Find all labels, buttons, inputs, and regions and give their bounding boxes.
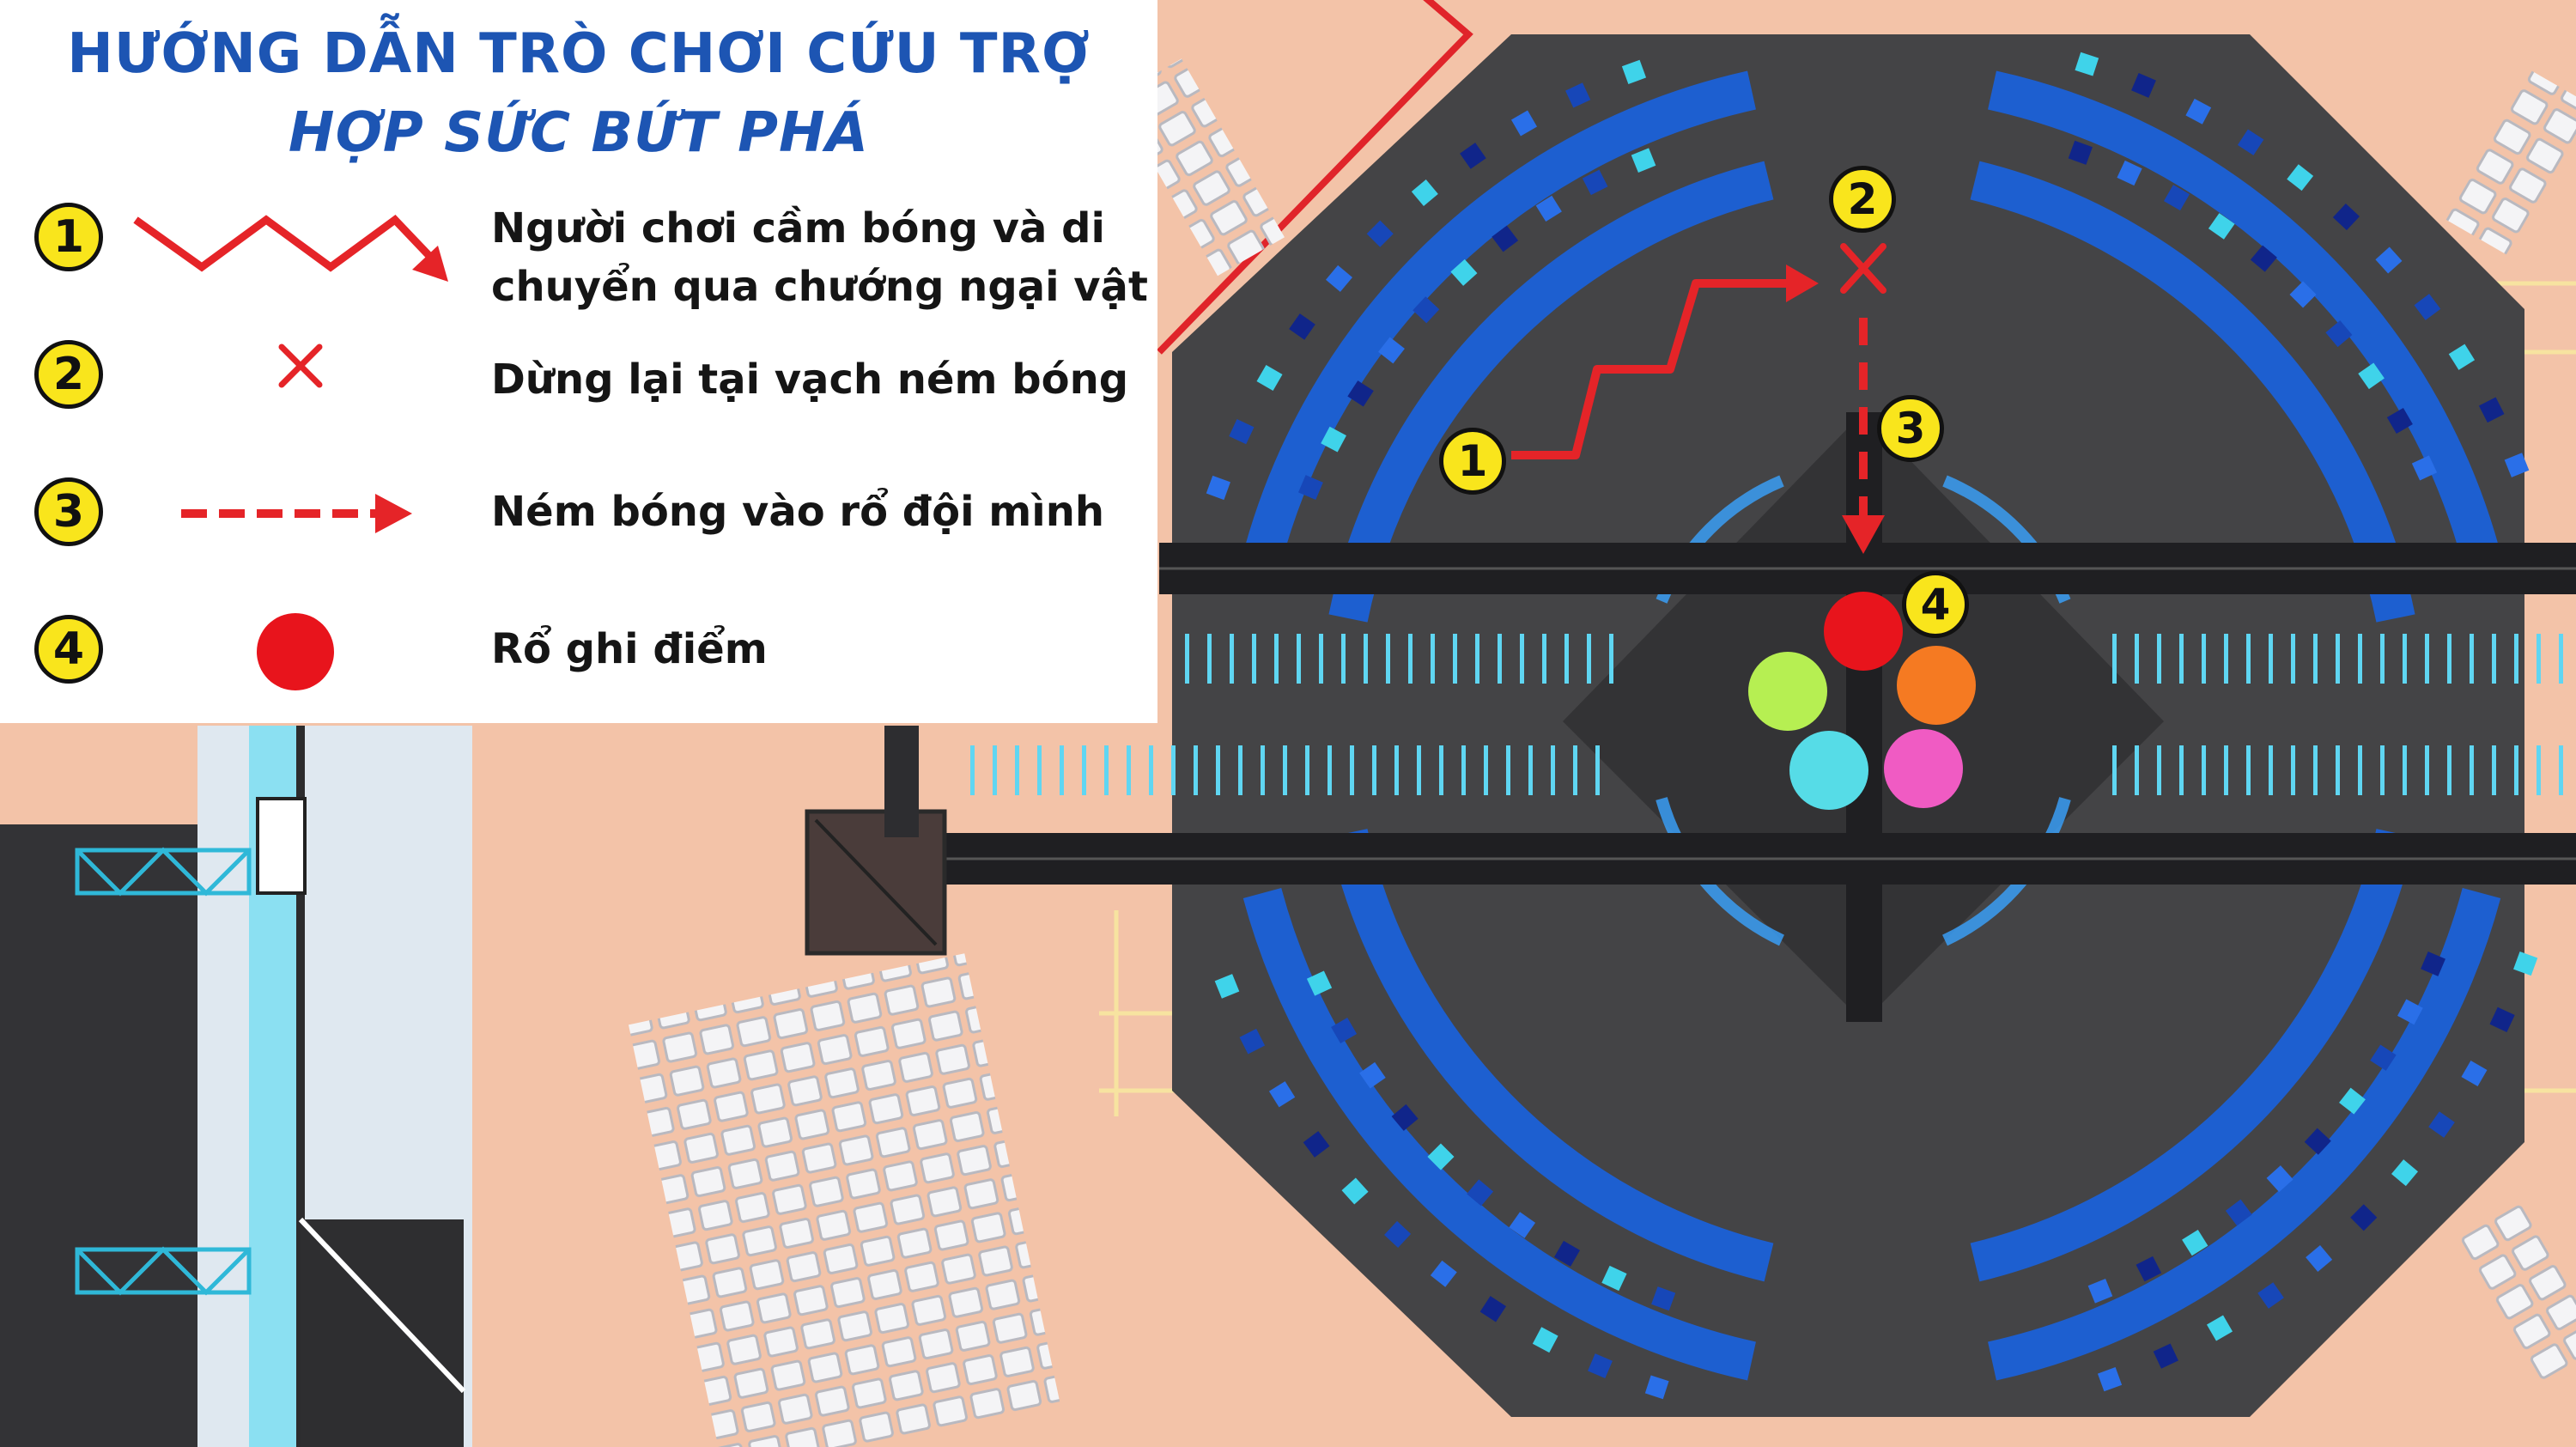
legend-number-3: 3 — [34, 477, 103, 546]
seat-arc-bottom-right-inner — [1970, 829, 2415, 1282]
basket-4 — [1884, 729, 1963, 808]
seat-arc-bottom-left-outer — [1242, 888, 1756, 1381]
dashed-arrow-icon — [181, 494, 412, 533]
zigzag-arrow-icon — [133, 215, 448, 282]
title-line-2: HỢP SỨC BỨT PHÁ — [288, 101, 870, 165]
legend-text-1b: chuyển qua chướng ngại vật — [491, 263, 1148, 311]
player-path-arrowhead — [1786, 264, 1819, 302]
basket-1 — [1897, 646, 1976, 725]
legend-text-3: Ném bóng vào rổ đội mình — [491, 488, 1105, 536]
seat-arc-top-left-inner — [1328, 161, 1774, 623]
player-path-arrow — [1511, 279, 1790, 459]
seat-arc-top-left-outer — [1242, 70, 1756, 563]
seat-arc-top-right-outer — [1988, 70, 2501, 563]
red-circle-icon — [257, 613, 334, 690]
legend-number-1: 1 — [34, 203, 103, 271]
map-marker-2: 2 — [1829, 166, 1896, 233]
legend-panel: HƯỚNG DẪN TRÒ CHƠI CỨU TRỢ HỢP SỨC BỨT P… — [0, 0, 1157, 723]
map-marker-1: 1 — [1439, 428, 1506, 495]
map-marker-4: 4 — [1902, 571, 1969, 638]
legend-number-4: 4 — [34, 615, 103, 684]
basket-0 — [1824, 592, 1903, 671]
title-line-1: HƯỚNG DẪN TRÒ CHƠI CỨU TRỢ — [67, 22, 1091, 86]
basket-3 — [1789, 731, 1868, 810]
legend-number-2: 2 — [34, 340, 103, 409]
seat-arc-bottom-left-inner — [1328, 829, 1774, 1282]
map-marker-3: 3 — [1877, 395, 1944, 462]
stop-cross-mark — [1840, 243, 1886, 294]
legend-text-4: Rổ ghi điểm — [491, 625, 768, 673]
cross-mark-icon — [278, 344, 323, 388]
scoring-baskets — [1748, 592, 1976, 810]
legend-text-1a: Người chơi cầm bóng và di — [491, 204, 1105, 252]
legend-text-2: Dừng lại tại vạch ném bóng — [491, 356, 1129, 404]
seat-arc-top-right-inner — [1970, 161, 2415, 623]
seat-arc-bottom-right-outer — [1988, 888, 2501, 1381]
basket-2 — [1748, 652, 1827, 731]
throw-arrowhead — [1842, 515, 1885, 554]
